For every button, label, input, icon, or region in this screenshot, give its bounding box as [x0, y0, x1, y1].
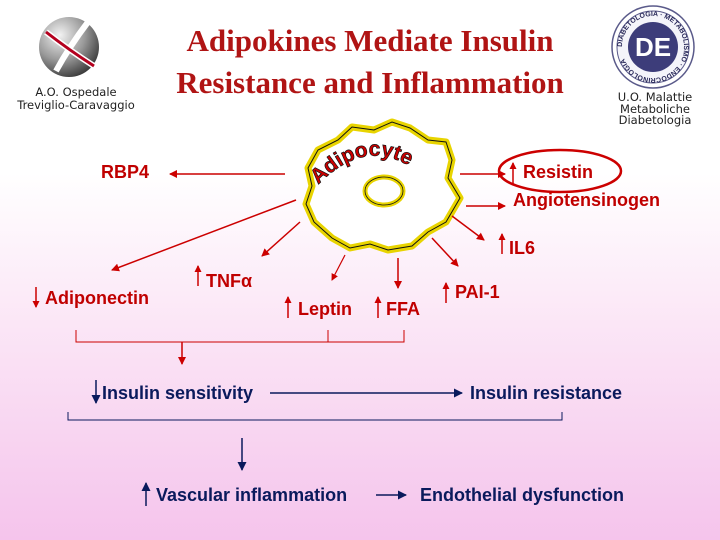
left-logo-line-1: A.O. Ospedale	[35, 85, 117, 99]
label-ffa: FFA	[386, 299, 420, 319]
label-rbp4: RBP4	[101, 162, 150, 182]
adipokine-bracket	[75, 330, 405, 343]
svg-text:DE: DE	[635, 32, 671, 62]
right-logo-line-2: Metaboliche	[620, 101, 690, 116]
seal-icon: DIABETOLOGIA · METABOLISMO · ENDOCRINOLO…	[611, 5, 695, 89]
label-insulin-sensitivity: Insulin sensitivity	[102, 383, 254, 403]
left-logo-line-2: Treviglio-Caravaggio	[17, 98, 135, 112]
arrow-to-il6	[451, 215, 485, 241]
arrow-to-tnf	[261, 221, 301, 257]
right-logo-caption: U.O. Malattie Metaboliche Diabetologia	[606, 90, 704, 127]
cross-icon	[39, 17, 99, 77]
title-line-2: Resistance and Inflammation	[176, 65, 564, 100]
arrow-to-adiponectin	[111, 199, 297, 272]
label-endothelial-dysfunction: Endothelial dysfunction	[420, 485, 625, 505]
right-logo-line-1: U.O. Malattie	[617, 90, 693, 104]
label-angiotensinogen: Angiotensinogen	[513, 190, 660, 210]
label-resistin: Resistin	[523, 162, 594, 182]
insulin-bracket	[67, 412, 563, 421]
title-line-1: Adipokines Mediate Insulin	[186, 23, 554, 58]
slide-title: Adipokines Mediate Insulin Resistance an…	[140, 20, 600, 104]
label-adiponectin: Adiponectin	[45, 288, 149, 308]
label-insulin-resistance: Insulin resistance	[470, 383, 623, 403]
label-tnf: TNFα	[206, 271, 253, 291]
arrow-to-leptin	[331, 254, 346, 281]
left-logo-caption: A.O. Ospedale Treviglio-Caravaggio	[10, 86, 142, 112]
label-leptin: Leptin	[298, 299, 352, 319]
label-il6: IL6	[509, 238, 536, 258]
arrow-to-pai1	[431, 237, 459, 267]
label-vascular-inflammation: Vascular inflammation	[156, 485, 348, 505]
right-logo-line-3: Diabetologia	[618, 113, 692, 127]
label-pai1: PAI-1	[455, 282, 500, 302]
